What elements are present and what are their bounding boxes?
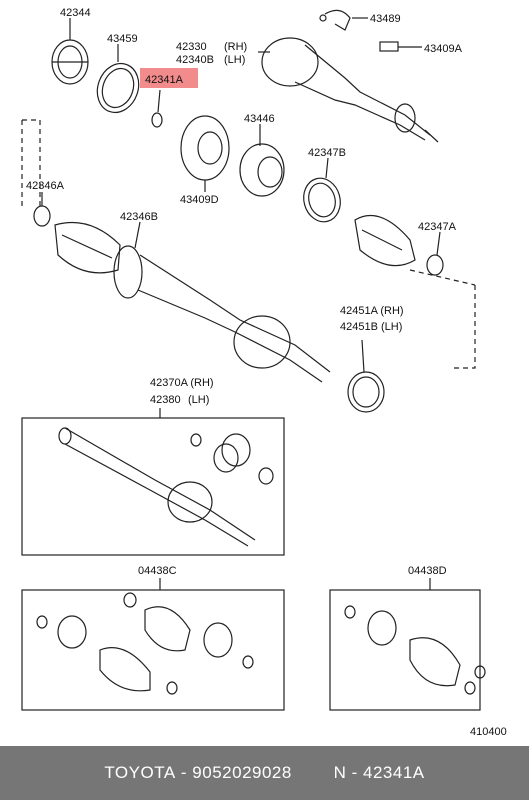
separator: - [175, 763, 193, 782]
brand-name: TOYOTA [104, 763, 176, 782]
label-42344: 42344 [60, 7, 91, 19]
label-42330: 42330 [176, 41, 207, 53]
band-42347B-icon [303, 157, 341, 223]
label-43459: 43459 [107, 33, 138, 45]
boot-kit-04438D-icon [344, 605, 486, 695]
label-04438D: 04438D [408, 565, 447, 577]
highlight-box [140, 68, 198, 88]
parts-diagram: 42344 43459 42341A 42330 (RH) 42340B (LH… [21, 7, 507, 738]
drive-shaft-icon [113, 245, 331, 383]
part-43459-icon [96, 62, 140, 114]
part-42344-icon [51, 39, 89, 85]
label-43489: 43489 [370, 13, 401, 25]
label-43446: 43446 [244, 113, 275, 125]
label-42380: 42380 [150, 394, 181, 406]
label-42380-lh: (LH) [188, 394, 209, 406]
part-42341A-icon [151, 112, 163, 128]
label-42346A: 42346A [26, 180, 65, 192]
bolt-43409A-icon [379, 41, 422, 52]
label-42347B: 42347B [308, 147, 346, 159]
label-42370A: 42370A (RH) [150, 377, 214, 389]
label-42330-rh: (RH) [224, 41, 247, 53]
hub-43446-icon [239, 124, 285, 197]
part-info-bar: TOYOTA - 9052029028 N - 42341A [0, 746, 529, 800]
part-number: 9052029028 [192, 763, 292, 782]
shaft-42370A-icon [58, 427, 274, 547]
label-42341A: 42341A [145, 74, 184, 86]
boot-kit-04438C-icon [36, 592, 254, 695]
outer-shaft-42330-icon [261, 37, 439, 143]
clip-43489-icon [319, 9, 368, 31]
label-42347A: 42347A [418, 221, 457, 233]
disc-43409D-icon [180, 115, 230, 192]
seal-42451A-icon [347, 339, 385, 413]
spacer [292, 763, 334, 783]
label-43409A: 43409A [424, 43, 463, 55]
reference-number: N - 42341A [333, 763, 425, 782]
figure-number: 410400 [470, 726, 507, 738]
label-42340B-lh: (LH) [224, 54, 245, 66]
label-42346B: 42346B [120, 211, 158, 223]
label-42451B: 42451B (LH) [340, 321, 402, 333]
label-42340B: 42340B [176, 54, 214, 66]
label-43409D: 43409D [180, 194, 219, 206]
label-42451A: 42451A (RH) [340, 305, 404, 317]
clamp-42346A-icon [33, 192, 51, 227]
boot-42346B-icon [54, 221, 121, 274]
boot-42347A-icon [354, 214, 444, 276]
label-04438C: 04438C [138, 565, 177, 577]
